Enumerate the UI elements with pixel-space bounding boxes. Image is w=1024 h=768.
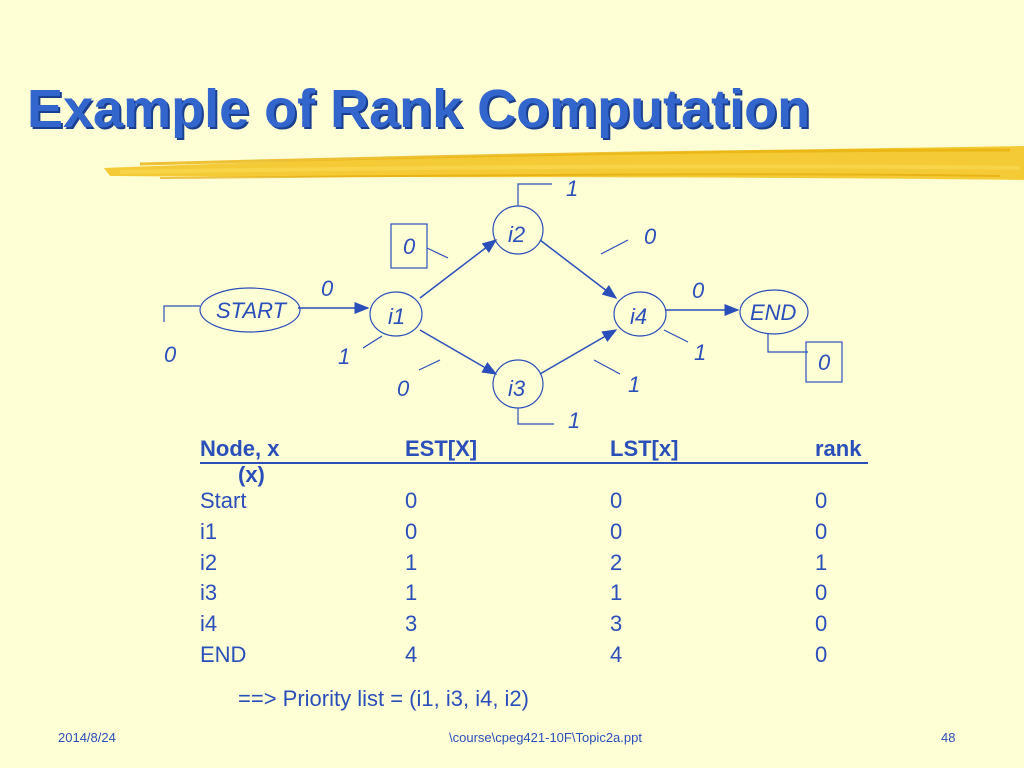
- cell-est: 4: [405, 641, 418, 667]
- cell-est: 1: [405, 549, 418, 575]
- footer-date: 2014/8/24: [58, 730, 116, 745]
- edge-i1-i3: [419, 329, 498, 375]
- table-row: END 4 4 0: [200, 642, 870, 673]
- edge-i2-i4: [539, 239, 618, 299]
- table-row: i3 1 1 0: [200, 580, 870, 611]
- label-i3-right: 1: [628, 372, 640, 397]
- label-i3-left: 0: [397, 376, 410, 401]
- cell-node: Start: [200, 488, 247, 513]
- header-node: Node, x: [200, 436, 280, 461]
- callout-i2-top: [517, 183, 552, 206]
- cell-node: i4: [200, 611, 218, 637]
- header-rank: rank: [815, 436, 862, 461]
- header-node-sub: (x): [238, 462, 265, 487]
- svg-text:i4: i4: [630, 304, 647, 329]
- table-row: i1 0 0 0: [200, 519, 870, 550]
- label-i4-est: 0: [692, 278, 705, 303]
- footer-page-number: 48: [941, 730, 956, 745]
- svg-text:END: END: [750, 300, 797, 325]
- cell-rank: 0: [815, 611, 828, 637]
- cell-lst: 0: [610, 518, 623, 544]
- edge-i3-i4: [539, 329, 618, 375]
- label-i2-top: 1: [566, 176, 578, 201]
- node-start: START: [199, 287, 301, 333]
- table-row: i4 3 3 0: [200, 611, 870, 642]
- edge-i1-i2: [419, 239, 498, 299]
- callout-i2-right: [600, 239, 629, 255]
- cell-rank: 1: [815, 549, 828, 575]
- priority-list-text: ==> Priority list = (i1, i3, i4, i2): [238, 686, 529, 711]
- table-row: i2 1 2 1: [200, 550, 870, 581]
- label-i2-right: 0: [644, 224, 657, 249]
- label-start-lst: 0: [164, 342, 177, 367]
- header-lst: LST[x]: [610, 436, 679, 461]
- node-i2: i2: [492, 205, 544, 255]
- node-i1: i1: [369, 291, 423, 337]
- callout-i3-bottom: [517, 408, 554, 425]
- label-i3-bottom: 1: [568, 408, 580, 433]
- callout-i4-lst: [663, 329, 689, 343]
- svg-text:i3: i3: [508, 376, 526, 401]
- slide-title: Example of Rank Computation: [27, 79, 811, 139]
- svg-text:START: START: [216, 298, 288, 323]
- callout-i3-left: [418, 359, 441, 371]
- label-i1-lst: 1: [338, 344, 350, 369]
- header-est: EST[X]: [405, 436, 478, 461]
- box-i1-est: [390, 223, 428, 269]
- cell-est: 1: [405, 580, 418, 606]
- cell-lst: 4: [610, 641, 623, 667]
- cell-node: i3: [200, 580, 218, 606]
- label-i4-lst: 1: [694, 340, 706, 365]
- node-end: END: [739, 289, 809, 335]
- callout-i3-right: [593, 359, 621, 375]
- header-underline: [200, 462, 868, 464]
- callout-i1-est: [426, 247, 449, 259]
- node-i3: i3: [492, 359, 544, 409]
- callout-start-lst: [163, 305, 200, 322]
- cell-est: 0: [405, 488, 418, 513]
- cell-node: i2: [200, 549, 218, 575]
- cell-rank: 0: [815, 488, 828, 513]
- node-i4: i4: [613, 291, 667, 337]
- svg-text:i2: i2: [508, 222, 525, 247]
- cell-rank: 0: [815, 518, 828, 544]
- cell-node: END: [200, 641, 247, 667]
- label-end-rank: 0: [818, 350, 831, 375]
- label-i1-est: 0: [403, 234, 416, 259]
- cell-rank: 0: [815, 641, 828, 667]
- cell-lst: 0: [610, 488, 623, 513]
- title-underline-brush: [104, 146, 1024, 180]
- cell-lst: 3: [610, 611, 623, 637]
- cell-node: i1: [200, 518, 218, 544]
- label-start-est: 0: [321, 276, 334, 301]
- table-header: Node, x EST[X] LST[x] rank (x): [200, 436, 870, 488]
- footer-file-path: \course\cpeg421-10F\Topic2a.ppt: [449, 730, 642, 745]
- cell-est: 3: [405, 611, 418, 637]
- table-row: Start 0 0 0: [200, 488, 870, 519]
- box-end-rank: [805, 341, 843, 383]
- callout-i1-rank: [362, 335, 383, 349]
- callout-end: [767, 334, 808, 353]
- cell-lst: 1: [610, 580, 623, 606]
- cell-rank: 0: [815, 580, 828, 606]
- svg-text:i1: i1: [388, 304, 405, 329]
- cell-lst: 2: [610, 549, 623, 575]
- rank-table: Node, x EST[X] LST[x] rank (x) Start 0 0…: [200, 436, 870, 673]
- cell-est: 0: [405, 518, 418, 544]
